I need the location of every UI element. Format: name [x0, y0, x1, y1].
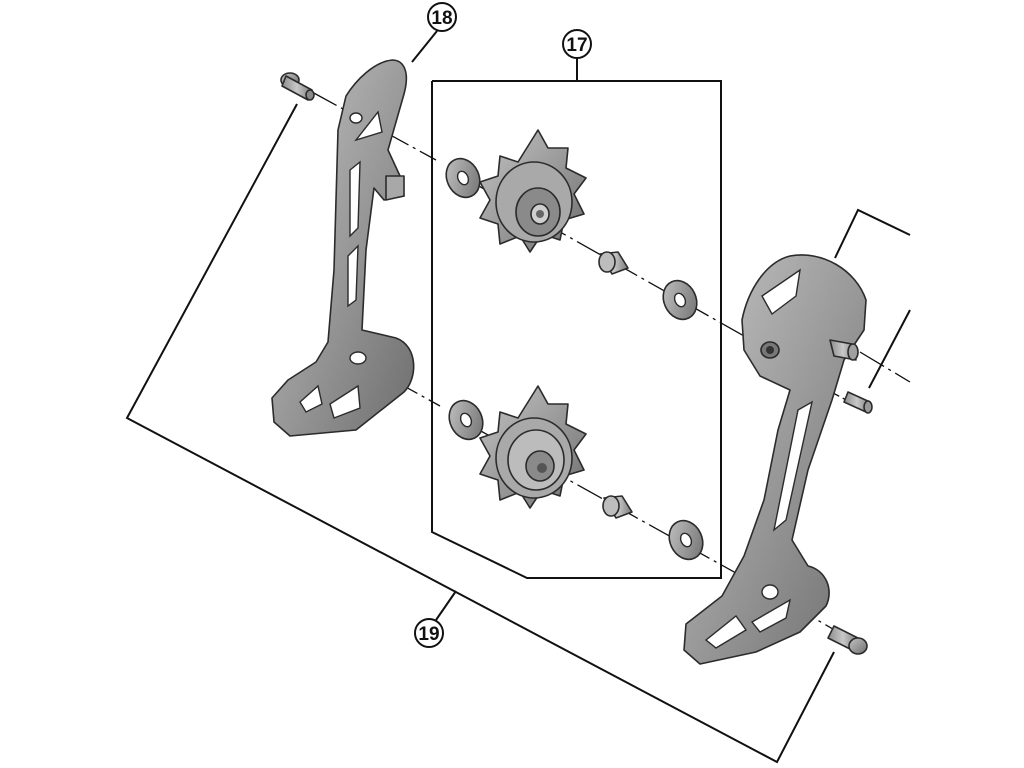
callout-18-label: 18 [431, 8, 452, 29]
pivot-bolt-top [280, 72, 315, 101]
callout-19: 19 [125, 103, 835, 764]
callout-18-leader [411, 30, 438, 63]
lower-washer-right [668, 519, 704, 561]
callout-19-leader [435, 590, 457, 621]
inner-plate-cutout-1 [354, 110, 383, 142]
upper-washer-left [445, 157, 481, 199]
outer-plate-body [683, 254, 867, 665]
outer-plate-lower-hole [761, 584, 779, 600]
lower-washer-left [448, 399, 484, 441]
callout-18-circle [427, 2, 457, 32]
outer-plate-cutout-1 [704, 614, 748, 649]
inner-plate-body [271, 59, 415, 437]
upper-bushing [598, 251, 629, 275]
upper-guide-pulley [479, 129, 587, 253]
outer-cage-plate [683, 254, 867, 665]
pulley-set-bracket [431, 80, 722, 579]
plate-assembly-bracket [125, 103, 835, 764]
inner-plate-tab [385, 175, 405, 201]
callout-19-circle [414, 618, 444, 648]
callout-19-label: 19 [418, 624, 439, 645]
inner-plate-lower-hole [349, 351, 367, 365]
lower-tension-pulley [479, 385, 587, 509]
callout-17: 17 [431, 29, 722, 579]
upper-washer-right [662, 279, 698, 321]
callout-18: 18 [411, 2, 457, 63]
side-bracket-partial [834, 208, 911, 259]
lower-bushing [602, 495, 633, 519]
inner-plate-cutout-2 [299, 384, 323, 413]
inner-plate-upper-hole [349, 112, 363, 124]
upper-axis-right [859, 351, 911, 383]
inner-plate-slot-2 [347, 244, 359, 308]
stop-bolt [843, 391, 873, 414]
outer-plate-slot [772, 400, 814, 532]
pivot-bolt-bottom [827, 625, 868, 655]
side-bracket-lower [868, 309, 911, 389]
upper-axis-left [311, 91, 437, 161]
inner-plate-cutout-3 [329, 384, 361, 419]
outer-plate-cutout-2 [750, 598, 792, 633]
outer-plate-cutout-top [761, 268, 801, 316]
inner-plate-slot [349, 160, 361, 238]
callout-17-label: 17 [566, 35, 587, 56]
inner-cage-plate [271, 59, 415, 437]
